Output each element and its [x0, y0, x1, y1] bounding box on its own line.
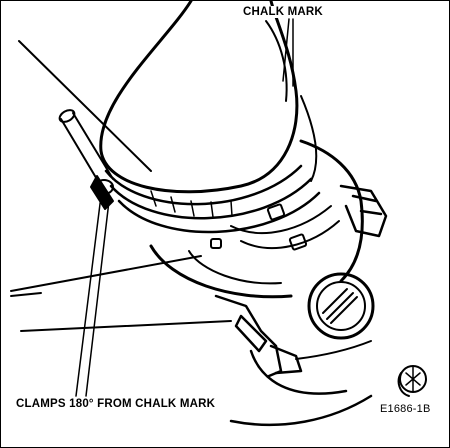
- nut-detail: [397, 365, 427, 397]
- figure-code-label: E1686-1B: [378, 403, 433, 415]
- lower-pipe: [229, 340, 373, 427]
- exhaust-pipe: [99, 1, 299, 194]
- hanger-bracket-right: [339, 184, 388, 238]
- converter-body: [149, 139, 364, 299]
- frame-rails: [10, 40, 232, 332]
- clamps-position-label: CLAMPS 180° FROM CHALK MARK: [14, 398, 218, 410]
- clamp-bolt-left: [58, 109, 114, 210]
- chalk-mark-label: CHALK MARK: [241, 6, 325, 18]
- lower-bracket: [214, 294, 303, 378]
- leader-lines: [75, 18, 294, 397]
- outlet-port: [307, 272, 375, 340]
- clamp-bands: [104, 95, 321, 234]
